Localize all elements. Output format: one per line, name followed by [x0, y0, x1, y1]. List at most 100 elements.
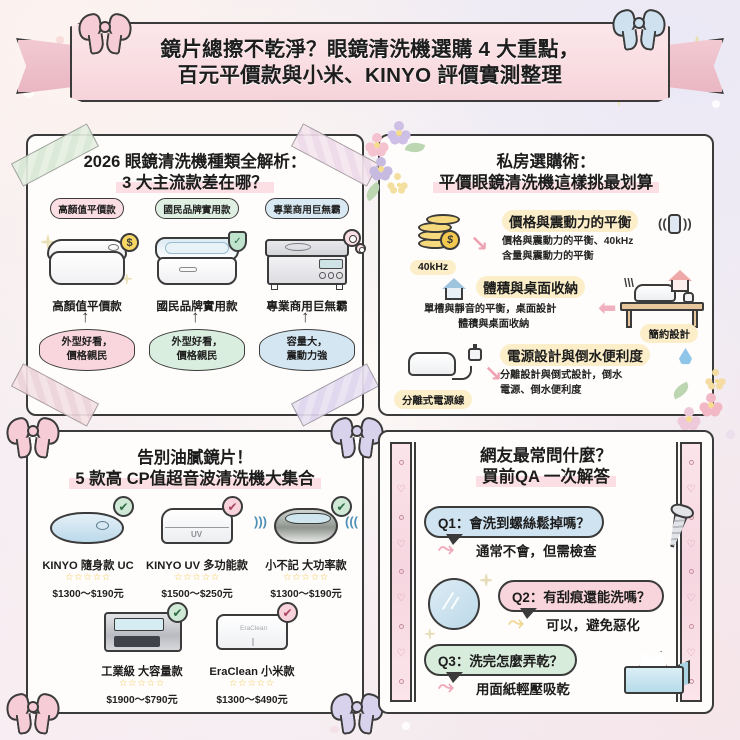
bow-icon [327, 415, 387, 459]
picks-row-1: ✔ KINYO 隨身款 UC ☆☆☆☆☆ $1300～$190元 UV ✔ KI… [36, 496, 358, 600]
product-card[interactable]: ))) ((( ✔ 小不記 大功率款 ☆☆☆☆☆ $1300～$190元 [254, 496, 358, 600]
arrow-icon: ↘ [484, 361, 503, 386]
coin-icon: $ [120, 233, 139, 252]
desk-scene-illustration: \\\ [616, 272, 708, 330]
bow-icon [609, 7, 669, 51]
rating-stars: ☆☆☆☆☆ [173, 572, 220, 583]
panel-picks-title-line2: 5 款高 CP值超音波清洗機大集合 [69, 469, 321, 491]
binder-hole [688, 569, 694, 575]
bow-icon [3, 691, 63, 735]
answer-arrow-icon: ⤳ [438, 538, 454, 560]
binder-hole [688, 624, 694, 630]
machine-type-card[interactable]: 國民品牌實用款 ✓ 國民品牌實用款 外型好看， 價格親民 [144, 198, 250, 408]
water-drop-icon [679, 348, 692, 365]
product-name: 工業級 大容量款 [101, 666, 183, 678]
ribbon-band [70, 22, 670, 102]
binder-hole [398, 678, 404, 684]
product-image-eraclean: EraClean ✔ [200, 602, 304, 660]
wave-icon: ))) [254, 514, 267, 529]
panel-picks-title-line1: 告別油膩鏡片！ [137, 449, 253, 467]
product-image-kinyo-uv: UV ✔ [145, 496, 249, 554]
machine-type-card[interactable]: 高顏值平價款 $ 高顏值平價款 外型好看， 價格親民 [34, 198, 140, 408]
tip-heading: 電源設計與倒水便利度 [500, 344, 650, 366]
product-price: $1300～$190元 [270, 588, 342, 600]
tip-body-line1: 單槽與靜音的平衡，桌面設計 [424, 304, 557, 315]
device-illustration-beauty: $ [39, 229, 139, 291]
bow-icon [3, 415, 63, 459]
type-chip: 專業商用巨無霸 [265, 198, 349, 219]
vibration-wave-icon: (( [658, 216, 667, 231]
product-name: EraClean 小米款 [209, 666, 295, 678]
rating-stars: ☆☆☆☆☆ [228, 678, 275, 689]
type-bubble-line1: 容量大， [286, 337, 328, 348]
product-name: KINYO UV 多功能款 [146, 560, 248, 572]
rating-stars: ☆☆☆☆☆ [118, 678, 165, 689]
type-bubble-line1: 外型好看， [171, 337, 223, 348]
machine-type-columns: 高顏值平價款 $ 高顏值平價款 外型好看， 價格親民 國民品牌實用款 [34, 198, 366, 408]
answer-arrow-icon: ⤳ [508, 612, 524, 634]
panel-faq-title-line2: 買前QA 一次解答 [476, 467, 616, 489]
flower-icon [677, 407, 701, 431]
flower-icon [704, 368, 726, 390]
mirror-icon [428, 578, 480, 630]
heart-icon: ♡ [686, 538, 696, 550]
power-cord-illustration [408, 342, 482, 384]
tissue-box-icon [624, 650, 690, 698]
tip-price-vibration[interactable]: 價格與震動力的平衡 價格與震動力的平衡、40kHz 含量與震動力的平衡 [502, 210, 639, 265]
panel-buying-tips: 私房選購術： 平價眼鏡清洗機這樣挑最划算 $ 40kHz ↘ 價格與震動力的平衡… [362, 121, 726, 431]
heart-icon: ♡ [396, 648, 406, 660]
panel-types-title-line1: 2026 眼鏡清洗機種類全解析： [83, 153, 307, 171]
panel-types-title: 2026 眼鏡清洗機種類全解析： 3 大主流款差在哪？ [28, 152, 362, 195]
binder-strip-left: ♡ ♡ ♡ ♡ [390, 442, 412, 702]
type-bubble: 外型好看， 價格親民 [39, 329, 135, 371]
type-chip: 國民品牌實用款 [155, 198, 239, 219]
heart-icon: ♡ [396, 593, 406, 605]
product-image-kinyo-uc: ✔ [36, 496, 140, 554]
tip-body-line1: 價格與震動力的平衡、40kHz [502, 236, 634, 247]
binder-hole [398, 459, 404, 465]
flower-icon [387, 121, 411, 145]
house-icon [668, 270, 692, 292]
type-bubble: 容量大， 震動力強 [259, 329, 355, 371]
sparkle-icon [424, 628, 435, 639]
product-price: $1900～$790元 [106, 694, 178, 706]
product-card[interactable]: UV ✔ KINYO UV 多功能款 ☆☆☆☆☆ $1500～$250元 [145, 496, 249, 600]
arrow-icon: ↘ [470, 231, 489, 256]
binder-hole [688, 459, 694, 465]
type-bubble-line2: 價格親民 [176, 350, 218, 362]
check-badge-icon: ✔ [222, 496, 243, 517]
product-card[interactable]: ✔ KINYO 隨身款 UC ☆☆☆☆☆ $1300～$190元 [36, 496, 140, 600]
faq-answer-1: 通常不會，但需檢查 [476, 544, 597, 559]
product-price: $1300～$490元 [216, 694, 288, 706]
gear-icon [343, 229, 361, 247]
faq-question-2[interactable]: Q2：有刮痕還能洗嗎？ [498, 580, 665, 619]
coins-icon: $ [416, 214, 472, 256]
up-arrow-icon [81, 307, 93, 327]
tip-power-drain[interactable]: 電源設計與倒水便利度 分離設計與倒式設計，倒水 電源、倒水便利度 [500, 344, 650, 399]
machine-type-card[interactable]: 專業商用巨無霸 專業商用巨無霸 容量大， 震動力強 [254, 198, 366, 408]
tip-pill-design: 簡約設計 [640, 324, 698, 343]
type-bubble-line2: 價格親民 [66, 350, 108, 362]
faq-question-3[interactable]: Q3：洗完怎麼弄乾？ [424, 644, 577, 683]
flower-icon [369, 157, 393, 181]
panel-buying-title: 私房選購術： 平價眼鏡清洗機這樣挑最划算 [380, 152, 712, 195]
binder-hole [398, 514, 404, 520]
tip-heading: 體積與桌面收納 [476, 276, 586, 298]
picks-row-2: ✔ 工業級 大容量款 ☆☆☆☆☆ $1900～$790元 EraClean ✔ … [90, 602, 304, 706]
faq-question-1[interactable]: Q1：會洗到螺絲鬆掉嗎？ [424, 506, 604, 545]
page-title-line1: 鏡片總擦不乾淨？眼鏡清洗機選購 4 大重點， [160, 37, 580, 61]
product-card[interactable]: EraClean ✔ EraClean 小米款 ☆☆☆☆☆ $1300～$490… [200, 602, 304, 706]
heart-icon: ♡ [396, 483, 406, 495]
tip-size-storage[interactable]: 體積與桌面收納 [476, 276, 586, 298]
tip-body-line2: 含量與震動力的平衡 [502, 251, 594, 263]
panel-faq-title-line1: 網友最常問什麼？ [480, 447, 612, 465]
flower-icon [387, 173, 408, 194]
flower-icon [365, 133, 389, 157]
product-card[interactable]: ✔ 工業級 大容量款 ☆☆☆☆☆ $1900～$790元 [90, 602, 194, 706]
rating-stars: ☆☆☆☆☆ [64, 572, 111, 583]
binder-hole [398, 569, 404, 575]
panel-faq: ♡ ♡ ♡ ♡ ♡ ♡ ♡ ♡ 網友最常問什麼？ 買前QA 一次解答 Q1：會洗… [378, 430, 714, 714]
check-badge-icon: ✔ [277, 602, 298, 623]
panel-buying-title-line1: 私房選購術： [496, 153, 596, 171]
sparkle-icon [480, 574, 492, 586]
